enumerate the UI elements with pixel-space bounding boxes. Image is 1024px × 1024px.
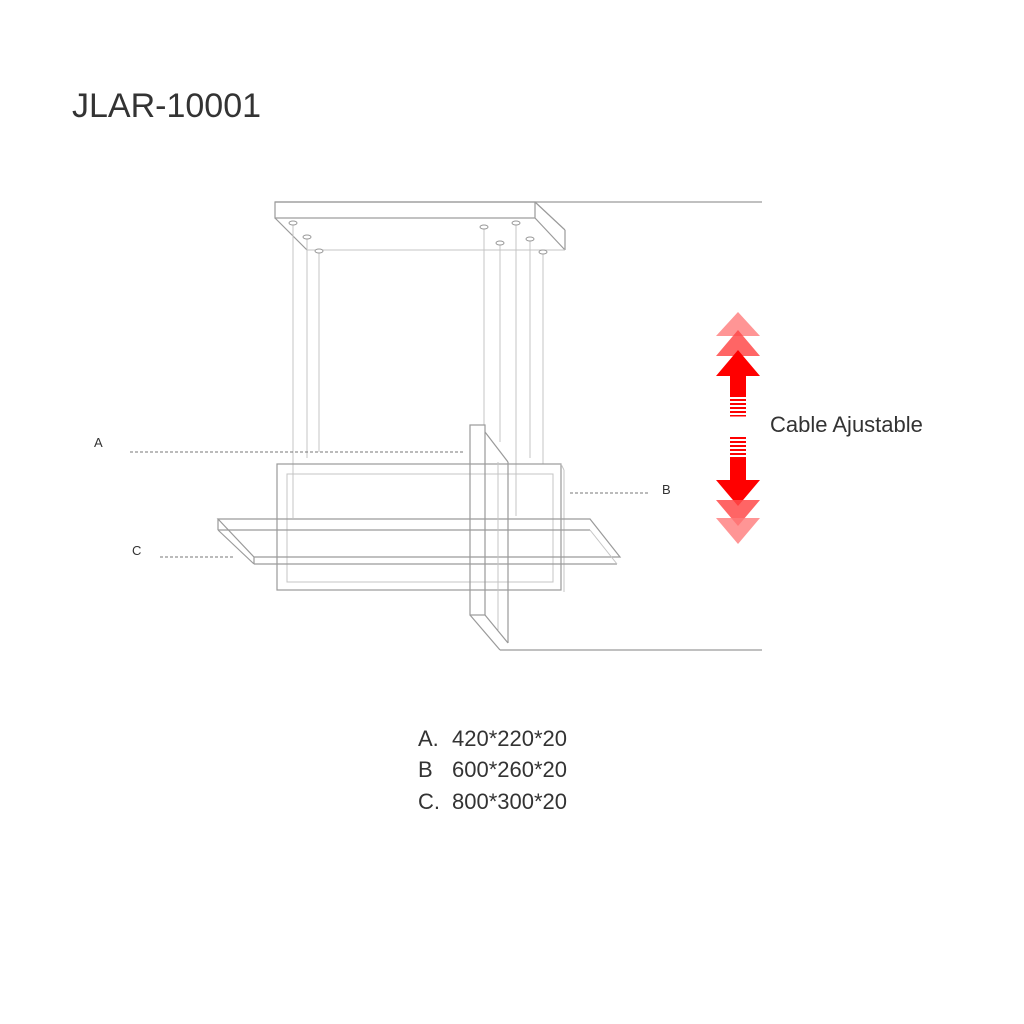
dimension-specs: A. 420*220*20 B 600*260*20 C. 800*300*20 — [418, 726, 567, 814]
spec-a-dims: 420*220*20 — [452, 726, 567, 751]
frame-c — [216, 518, 622, 565]
frame-b — [276, 463, 565, 592]
ceiling-canopy — [274, 201, 762, 251]
model-title: JLAR-10001 — [72, 87, 261, 125]
suspension-cables — [288, 220, 548, 518]
spec-b-letter: B — [418, 757, 433, 782]
label-c: C — [132, 543, 141, 558]
label-b: B — [662, 482, 671, 497]
spec-a-letter: A. — [418, 726, 439, 751]
adjust-down-arrow-icon — [716, 437, 760, 544]
cable-adjustable-label: Cable Ajustable — [770, 412, 923, 437]
spec-c-dims: 800*300*20 — [452, 789, 567, 814]
adjust-up-arrow-icon — [716, 312, 760, 417]
spec-c-letter: C. — [418, 789, 440, 814]
label-a: A — [94, 435, 103, 450]
frame-a — [469, 424, 762, 651]
spec-b-dims: 600*260*20 — [452, 757, 567, 782]
